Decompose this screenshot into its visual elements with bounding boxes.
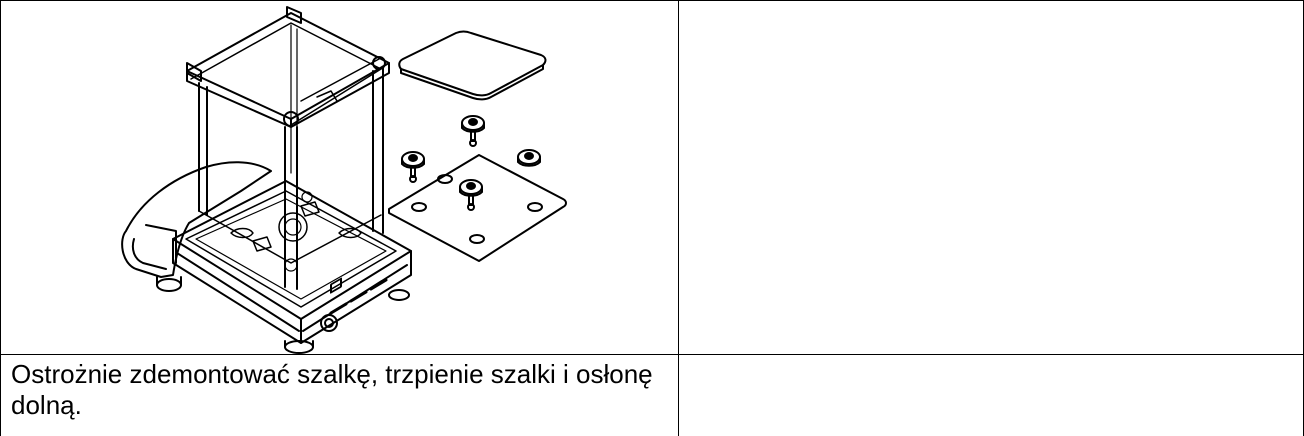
instruction-text: Ostrożnie zdemontować szalkę, trzpienie … <box>0 354 679 436</box>
draft-shield-frame <box>186 6 390 290</box>
balance-body <box>121 161 412 354</box>
lower-cover <box>388 154 567 262</box>
table-row <box>0 0 1304 355</box>
balance-disassembly-illustration <box>121 6 567 354</box>
empty-cell-top <box>678 0 1304 355</box>
table-row: Ostrożnie zdemontować szalkę, trzpienie … <box>0 354 1304 436</box>
weighing-pan <box>398 30 547 101</box>
empty-cell-bottom <box>678 354 1304 436</box>
pan-pins <box>401 115 541 211</box>
illustration-cell <box>0 0 679 355</box>
